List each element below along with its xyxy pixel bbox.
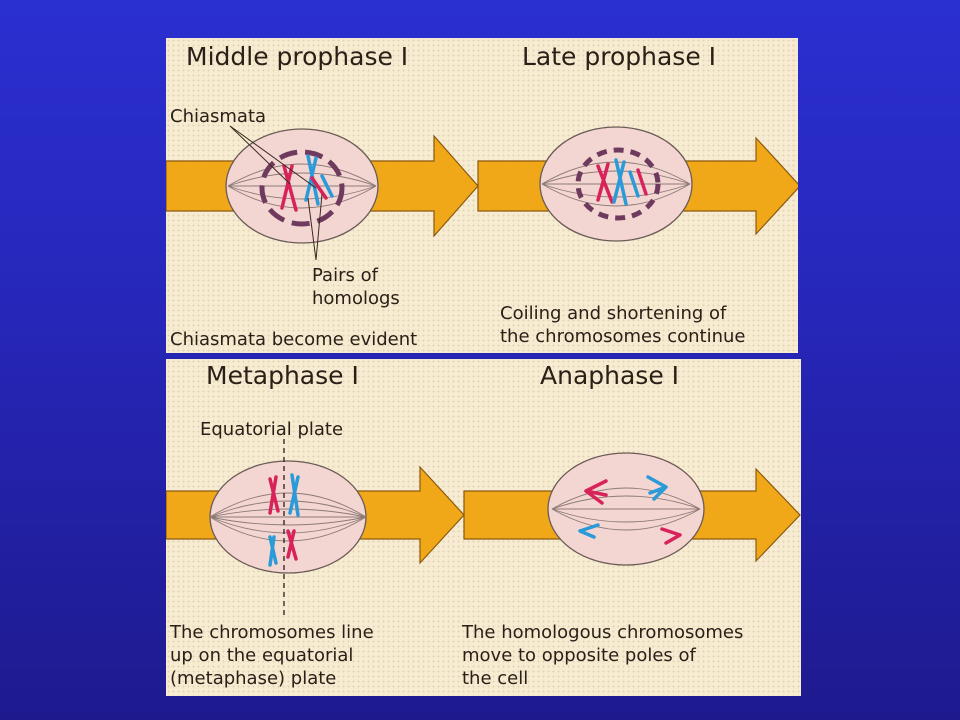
chromosome-red	[286, 529, 298, 561]
cell-late-prophase	[539, 126, 693, 242]
metaphase-anaphase-illustration	[166, 439, 801, 615]
chromosome-red	[310, 176, 328, 200]
cell-anaphase	[547, 452, 705, 566]
prophase-illustration	[166, 125, 798, 261]
cell-middle-prophase	[225, 125, 379, 261]
caption-anaphase: The homologous chromosomes move to oppos…	[462, 622, 744, 689]
chromosome-blue	[646, 475, 668, 501]
caption-late-prophase: Coiling and shortening of the chromosome…	[500, 303, 746, 347]
panel-prophase: Middle prophase I Late prophase I Chiasm…	[166, 38, 798, 353]
chromosome-red	[660, 527, 682, 545]
chromosome-red	[280, 164, 298, 212]
label-chiasmata: Chiasmata	[170, 106, 267, 127]
title-metaphase: Metaphase I	[206, 361, 359, 390]
title-anaphase: Anaphase I	[540, 361, 680, 390]
panel-metaphase-anaphase: Metaphase I Anaphase I Equatorial plate …	[166, 359, 801, 696]
caption-metaphase: The chromosomes line up on the equatoria…	[170, 622, 374, 689]
title-late-prophase: Late prophase I	[522, 42, 717, 71]
chromosome-red	[268, 475, 280, 515]
nuclear-envelope	[259, 149, 345, 227]
title-middle-prophase: Middle prophase I	[186, 42, 409, 71]
label-equatorial-plate: Equatorial plate	[200, 419, 344, 440]
label-pairs-of-homologs: Pairs of homologs	[312, 265, 400, 309]
chromosome-blue	[320, 174, 334, 198]
cell-metaphase	[209, 439, 367, 615]
nuclear-envelope	[575, 147, 661, 221]
chromosome-blue	[288, 473, 300, 517]
chromosome-red	[584, 479, 608, 505]
chromosome-blue	[628, 170, 640, 198]
chromosome-red	[596, 162, 614, 204]
chromosome-blue	[612, 158, 628, 206]
chromosome-blue	[268, 535, 278, 567]
chromosome-blue	[578, 523, 600, 539]
caption-middle-prophase: Chiasmata become evident	[170, 329, 418, 350]
chromosome-red	[636, 168, 648, 196]
